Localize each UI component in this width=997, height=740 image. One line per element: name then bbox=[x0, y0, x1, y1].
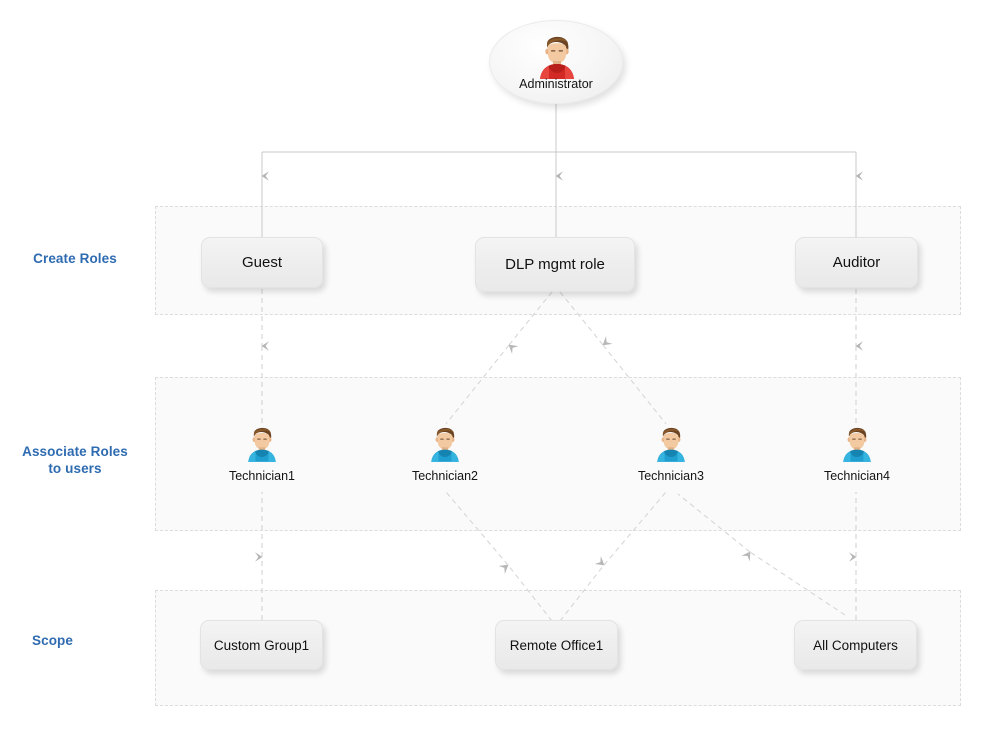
stage-label-associate-roles-line2: to users bbox=[48, 461, 102, 476]
node-user-tech4-label: Technician4 bbox=[823, 469, 890, 483]
node-user-tech3-label: Technician3 bbox=[637, 469, 704, 483]
node-role-dlp-label: DLP mgmt role bbox=[505, 256, 605, 273]
node-scope-remote-office1[interactable]: Remote Office1 bbox=[495, 620, 618, 670]
stage-label-associate-roles: Associate Roles to users bbox=[0, 443, 150, 477]
stage-label-associate-roles-line1: Associate Roles bbox=[22, 444, 128, 459]
person-blue-icon bbox=[431, 427, 459, 462]
band-associate-roles bbox=[155, 377, 961, 531]
node-administrator-label: Administrator bbox=[519, 77, 593, 91]
stage-label-scope: Scope bbox=[0, 632, 105, 649]
stage-label-scope-line1: Scope bbox=[31, 633, 73, 648]
person-blue-icon bbox=[657, 427, 685, 462]
node-role-dlp[interactable]: DLP mgmt role bbox=[475, 237, 635, 292]
node-scope-custom-group1-label: Custom Group1 bbox=[213, 637, 310, 653]
person-blue-icon bbox=[248, 427, 276, 462]
node-role-guest-label: Guest bbox=[241, 254, 283, 271]
node-scope-remote-office1-label: Remote Office1 bbox=[509, 637, 604, 653]
person-red-icon bbox=[540, 36, 574, 79]
stage-label-create-roles: Create Roles bbox=[0, 250, 150, 267]
node-scope-all-computers-label: All Computers bbox=[813, 637, 898, 653]
node-administrator[interactable]: Administrator bbox=[489, 20, 623, 104]
node-role-guest[interactable]: Guest bbox=[201, 237, 323, 288]
node-user-tech2-label: Technician2 bbox=[411, 469, 478, 483]
node-scope-all-computers[interactable]: All Computers bbox=[794, 620, 917, 670]
node-role-auditor-label: Auditor bbox=[832, 254, 881, 271]
node-user-tech1-label: Technician1 bbox=[228, 469, 295, 483]
node-role-auditor[interactable]: Auditor bbox=[795, 237, 918, 288]
stage-label-create-roles-line1: Create Roles bbox=[33, 251, 117, 266]
node-scope-custom-group1[interactable]: Custom Group1 bbox=[200, 620, 323, 670]
person-blue-icon bbox=[843, 427, 871, 462]
